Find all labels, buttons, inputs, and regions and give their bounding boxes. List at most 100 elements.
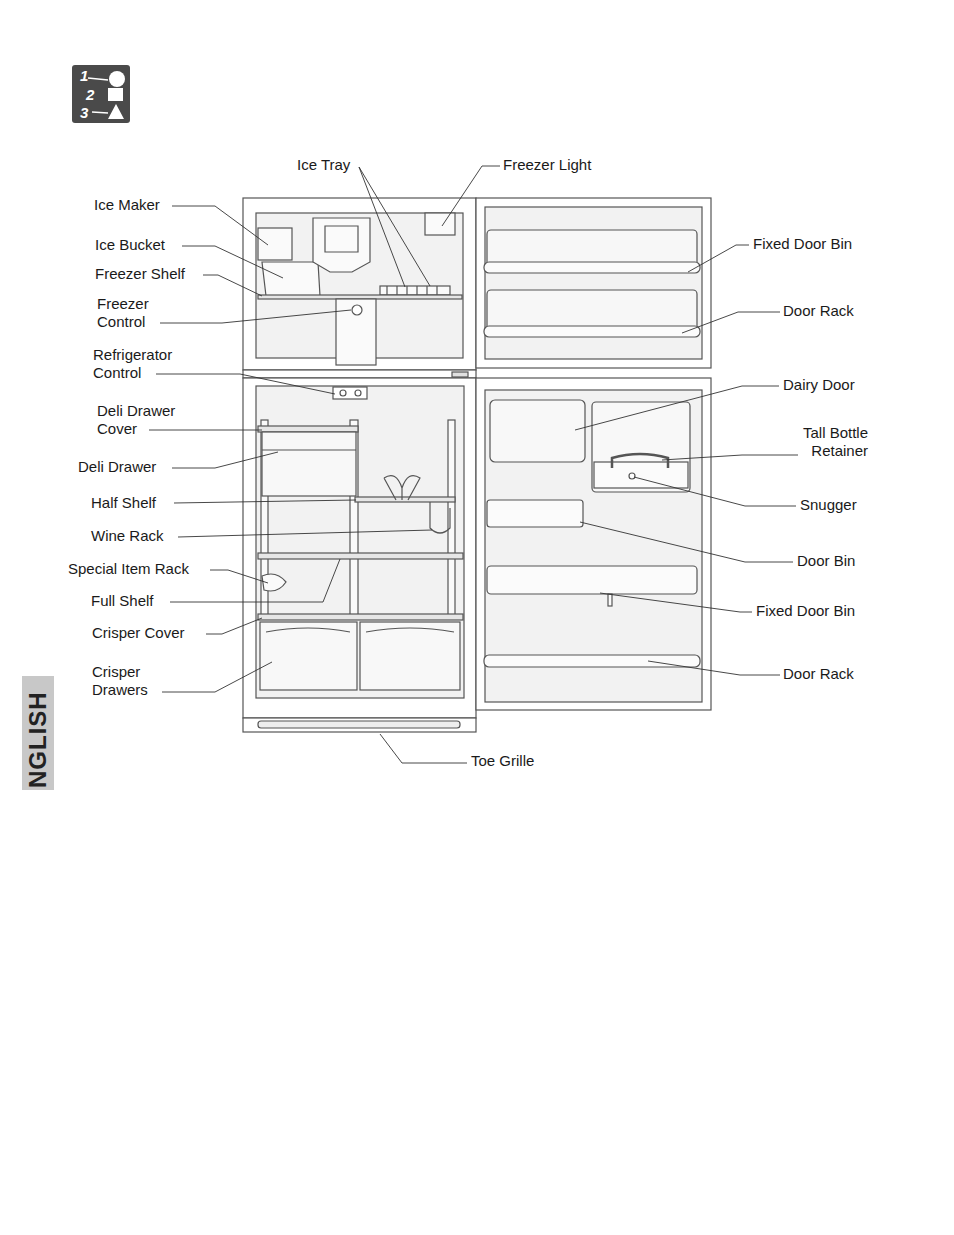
wine-rack-top [384,476,420,500]
icon-circle [109,71,125,87]
deli-drawer-detail [262,449,356,450]
leader-line [174,500,356,503]
fresh-food-door [476,378,711,710]
fresh-food-liner [256,386,464,698]
leader-line [203,275,262,296]
door-rack [484,655,700,667]
freezer-shelf [258,295,462,299]
ice-bucket [262,262,320,296]
language-tab-text: NGLISH [24,691,52,788]
leader-line [172,206,268,245]
icon-line [92,112,108,113]
leader-line [688,245,749,272]
leader-line [634,477,796,506]
icon-number: 2 [86,87,94,102]
freezer-cabinet [243,198,476,370]
fixed-door-bin [487,566,697,594]
leader-line [380,734,467,763]
leader-line [662,455,798,460]
leader-line [600,593,752,612]
leader-line [162,662,272,692]
freezer-light [425,213,455,235]
icon-square [108,88,123,101]
icon-triangle [108,104,124,119]
door-bin [487,500,583,527]
icon-background [72,65,130,123]
leader-line [575,386,779,430]
fresh-food-cabinet [243,378,476,718]
part-label: Deli Drawer [78,458,156,476]
mullion [243,370,476,378]
part-label: Refrigerator Control [93,346,203,382]
part-label: Freezer Control [97,295,169,331]
icon-line [88,78,108,80]
crisper-handle [266,628,454,632]
part-label: Snugger [800,496,857,514]
door-bin-upper [594,462,688,488]
ice-auger [313,218,370,272]
part-label: Ice Maker [94,196,160,214]
part-label: Toe Grille [471,752,534,770]
part-label: Deli Drawer Cover [97,402,197,438]
part-label: Half Shelf [91,494,156,512]
leader-line [172,452,278,468]
part-label: Freezer Shelf [95,265,185,283]
part-label: Door Rack [783,302,854,320]
part-label: Door Rack [783,665,854,683]
shelf-ladder [448,420,455,615]
icon-number: 1 [80,68,88,83]
leader-line [359,167,405,287]
ice-auger-detail [325,226,358,252]
control-knob [340,390,346,396]
part-label: Ice Tray [297,156,350,174]
ice-tray [380,286,450,295]
leader-line [156,374,335,394]
freezer-door-bin [487,230,697,266]
crisper-cover [258,614,463,620]
leader-line [359,167,430,286]
freezer-door-liner [485,207,702,359]
control-knob [355,390,361,396]
door-rack-front [484,326,700,337]
leader-line [442,166,500,226]
leader-line [160,310,351,323]
crisper-drawer [360,622,460,690]
part-label: Special Item Rack [68,560,189,578]
dairy-door [490,400,585,462]
icon-number: 3 [80,105,88,120]
freezer-door-shelf [487,290,697,330]
part-label: Ice Bucket [95,236,165,254]
ice-maker [258,228,292,260]
part-label: Wine Rack [91,527,164,545]
hinge [452,372,468,377]
half-shelf [355,497,455,502]
snugger [629,473,635,479]
part-label: Fixed Door Bin [756,602,855,620]
tall-bottle-retainer [612,454,668,468]
toe-grille [243,718,476,732]
freezer-duct [336,299,376,365]
fresh-food-door-liner [485,390,702,702]
leader-line [210,570,268,583]
freezer-door [476,198,711,368]
wine-rack [430,502,450,533]
leader-line [648,661,780,675]
leader-line [149,430,262,431]
refrigerator-control [333,387,367,399]
part-label: Full Shelf [91,592,154,610]
toe-grille-slot [258,721,460,728]
leader-line [182,246,283,278]
part-label: Crisper Cover [92,624,185,642]
leader-line [178,530,432,537]
leader-line [206,618,262,634]
language-tab [22,676,54,790]
crisper-drawer [260,622,357,690]
ice-tray-cells [387,286,437,295]
part-label: Freezer Light [503,156,591,174]
leader-line [682,312,780,333]
deli-drawer-cover [258,426,358,432]
freezer-control-knob [352,305,362,315]
bin-tab [608,594,612,606]
leader-line [170,559,340,602]
fixed-door-bin-front [484,262,700,273]
